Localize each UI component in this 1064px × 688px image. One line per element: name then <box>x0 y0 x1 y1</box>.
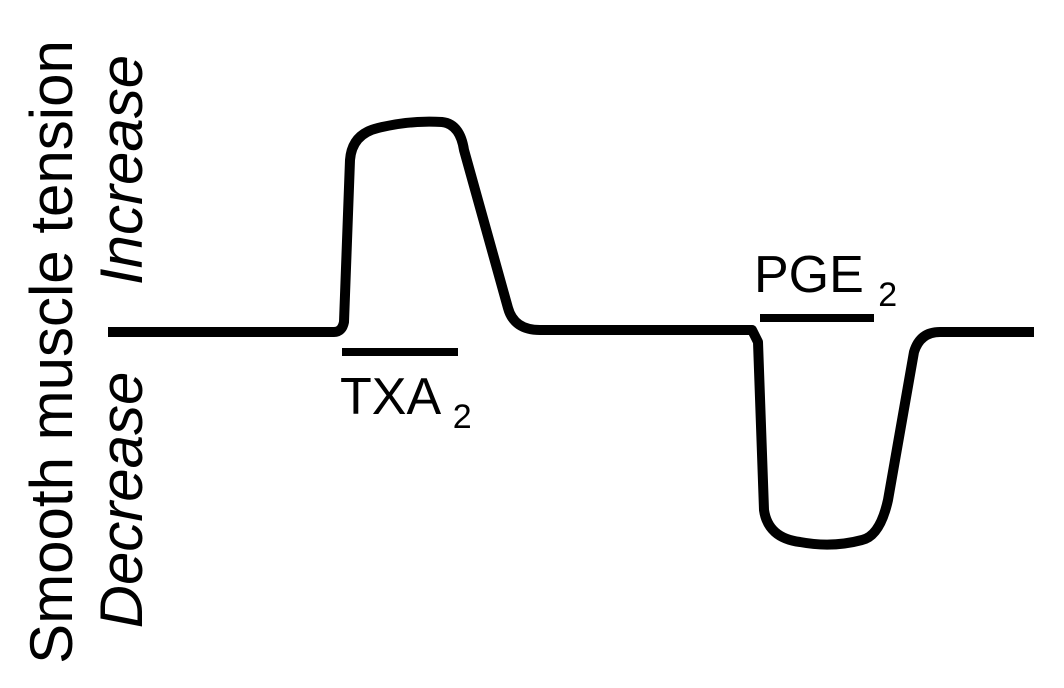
increase-label: Increase <box>88 55 155 285</box>
pge2-label: PGE 2 <box>754 246 897 314</box>
axis-title: Smooth muscle tension <box>18 40 85 664</box>
decrease-label: Decrease <box>88 372 155 629</box>
pge2-subscript: 2 <box>878 276 897 314</box>
tension-trace <box>108 116 1034 550</box>
txa2-name: TXA <box>340 368 441 426</box>
txa2-label: TXA 2 <box>340 368 472 436</box>
pge2-name: PGE <box>754 246 864 304</box>
txa2-subscript: 2 <box>453 398 472 436</box>
